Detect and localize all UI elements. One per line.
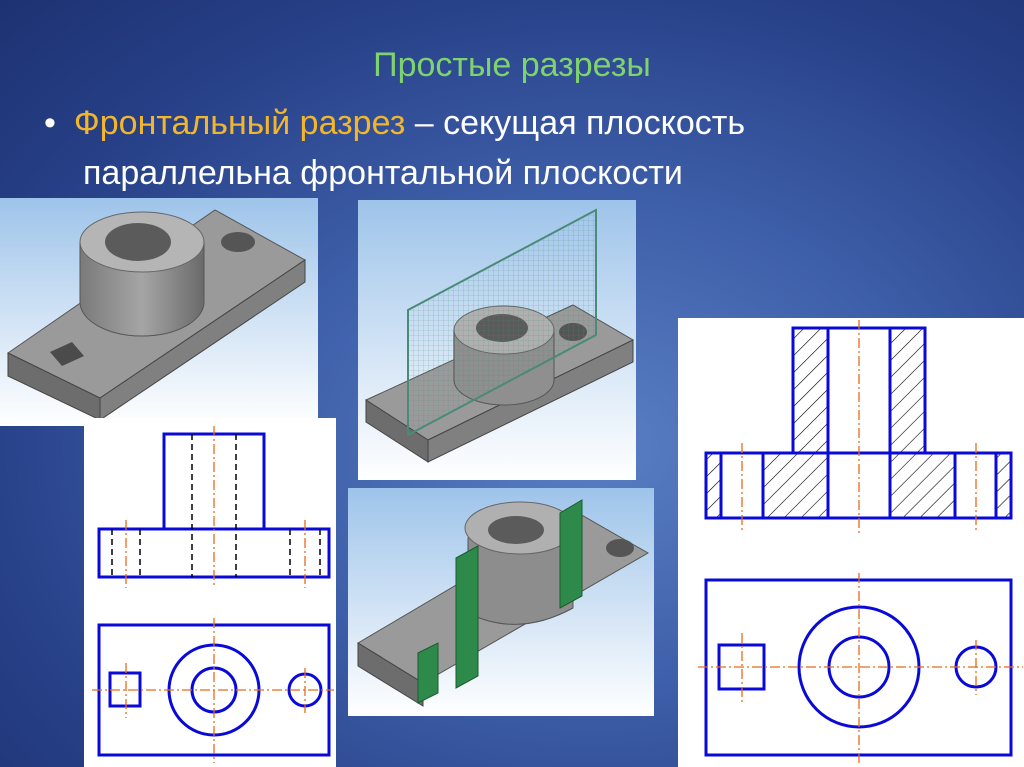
bullet-line2: параллельна фронтальной плоскости <box>83 154 683 192</box>
cutting-plane-image <box>358 200 636 480</box>
bullet-text: •Фронтальный разрез – секущая плоскость … <box>44 98 1004 198</box>
part-3d-image <box>0 198 318 426</box>
bullet-dot: • <box>44 104 56 142</box>
orthographic-views-drawing <box>84 418 336 767</box>
bullet-term: Фронтальный разрез <box>73 104 406 142</box>
section-3d-image <box>348 488 654 716</box>
frontal-section-drawing <box>678 318 1024 767</box>
bullet-rest-line1: – секущая плоскость <box>405 104 746 142</box>
slide-title: Простые разрезы <box>373 46 651 84</box>
